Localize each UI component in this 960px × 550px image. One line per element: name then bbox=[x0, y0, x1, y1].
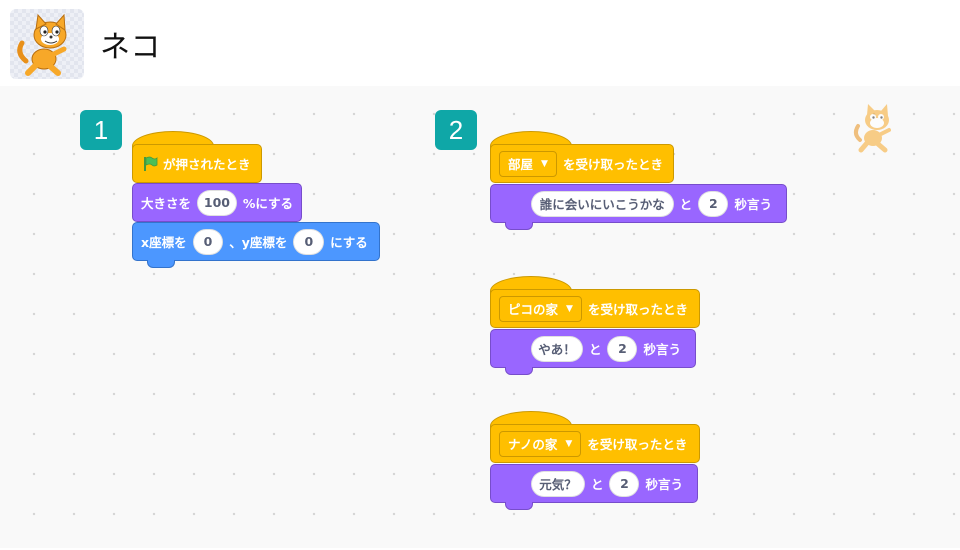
size-input[interactable]: 100 bbox=[197, 189, 237, 216]
say-label: 秒言う bbox=[645, 477, 683, 492]
say-text-input[interactable]: 誰に会いにいこうかな bbox=[531, 190, 674, 217]
receive-label: を受け取ったとき bbox=[587, 437, 688, 452]
go-to-label-a: x座標を bbox=[141, 235, 187, 250]
cat-icon bbox=[17, 13, 67, 76]
block-notch bbox=[505, 367, 533, 375]
when-flag-label: が押されたとき bbox=[163, 157, 251, 172]
go-to-xy-block[interactable]: x座標を 0 、y座標を 0 にする bbox=[132, 222, 380, 268]
message-name: 部屋 bbox=[508, 157, 534, 172]
green-flag-icon bbox=[144, 156, 158, 171]
seconds-input[interactable]: 2 bbox=[698, 190, 729, 217]
y-input[interactable]: 0 bbox=[293, 228, 325, 255]
sprite-header: ネコ bbox=[0, 0, 960, 86]
say-label: 秒言う bbox=[643, 342, 681, 357]
x-input[interactable]: 0 bbox=[192, 228, 224, 255]
when-receive-block[interactable]: ナノの家 ▼ を受け取ったとき bbox=[490, 424, 700, 463]
divider bbox=[0, 548, 960, 550]
go-to-label-b: 、y座標を bbox=[229, 235, 288, 250]
say-for-secs-block[interactable]: 元気？ と 2 秒言う bbox=[490, 464, 698, 510]
step-badge-1: 1 bbox=[80, 110, 122, 150]
message-dropdown[interactable]: ナノの家 ▼ bbox=[499, 430, 582, 457]
message-dropdown[interactable]: ピコの家 ▼ bbox=[499, 295, 582, 322]
block-notch bbox=[505, 502, 533, 510]
block-notch bbox=[505, 222, 533, 230]
say-for-secs-block[interactable]: 誰に会いにいこうかな と 2 秒言う bbox=[490, 184, 787, 230]
caret-down-icon: ▼ bbox=[541, 158, 548, 169]
when-receive-block[interactable]: ピコの家 ▼ を受け取ったとき bbox=[490, 289, 700, 328]
say-text-input[interactable]: 元気？ bbox=[531, 470, 585, 497]
set-size-label-b: %にする bbox=[242, 196, 293, 211]
step-badge-2: 2 bbox=[435, 110, 477, 150]
message-dropdown[interactable]: 部屋 ▼ bbox=[499, 150, 557, 177]
receive-label: を受け取ったとき bbox=[587, 302, 688, 317]
block-notch bbox=[147, 260, 175, 268]
seconds-input[interactable]: 2 bbox=[609, 470, 640, 497]
cat-icon bbox=[853, 104, 891, 153]
and-label: と bbox=[590, 477, 604, 492]
seconds-input[interactable]: 2 bbox=[607, 335, 638, 362]
set-size-label-a: 大きさを bbox=[141, 196, 192, 211]
say-label: 秒言う bbox=[734, 197, 772, 212]
say-text-input[interactable]: やあ！ bbox=[531, 335, 583, 362]
code-area[interactable] bbox=[0, 86, 960, 548]
and-label: と bbox=[679, 197, 693, 212]
caret-down-icon: ▼ bbox=[566, 303, 573, 314]
when-receive-block[interactable]: 部屋 ▼ を受け取ったとき bbox=[490, 144, 674, 183]
caret-down-icon: ▼ bbox=[565, 438, 573, 449]
receive-label: を受け取ったとき bbox=[562, 157, 663, 172]
and-label: と bbox=[588, 342, 602, 357]
go-to-label-c: にする bbox=[330, 235, 368, 250]
say-for-secs-block[interactable]: やあ！ と 2 秒言う bbox=[490, 329, 696, 375]
when-flag-clicked-block[interactable]: が押されたとき bbox=[132, 144, 262, 183]
sprite-thumbnail[interactable] bbox=[10, 9, 84, 79]
message-name: ナノの家 bbox=[508, 437, 558, 452]
set-size-block[interactable]: 大きさを 100 %にする bbox=[132, 183, 302, 222]
sprite-name: ネコ bbox=[100, 30, 162, 65]
message-name: ピコの家 bbox=[508, 302, 559, 317]
